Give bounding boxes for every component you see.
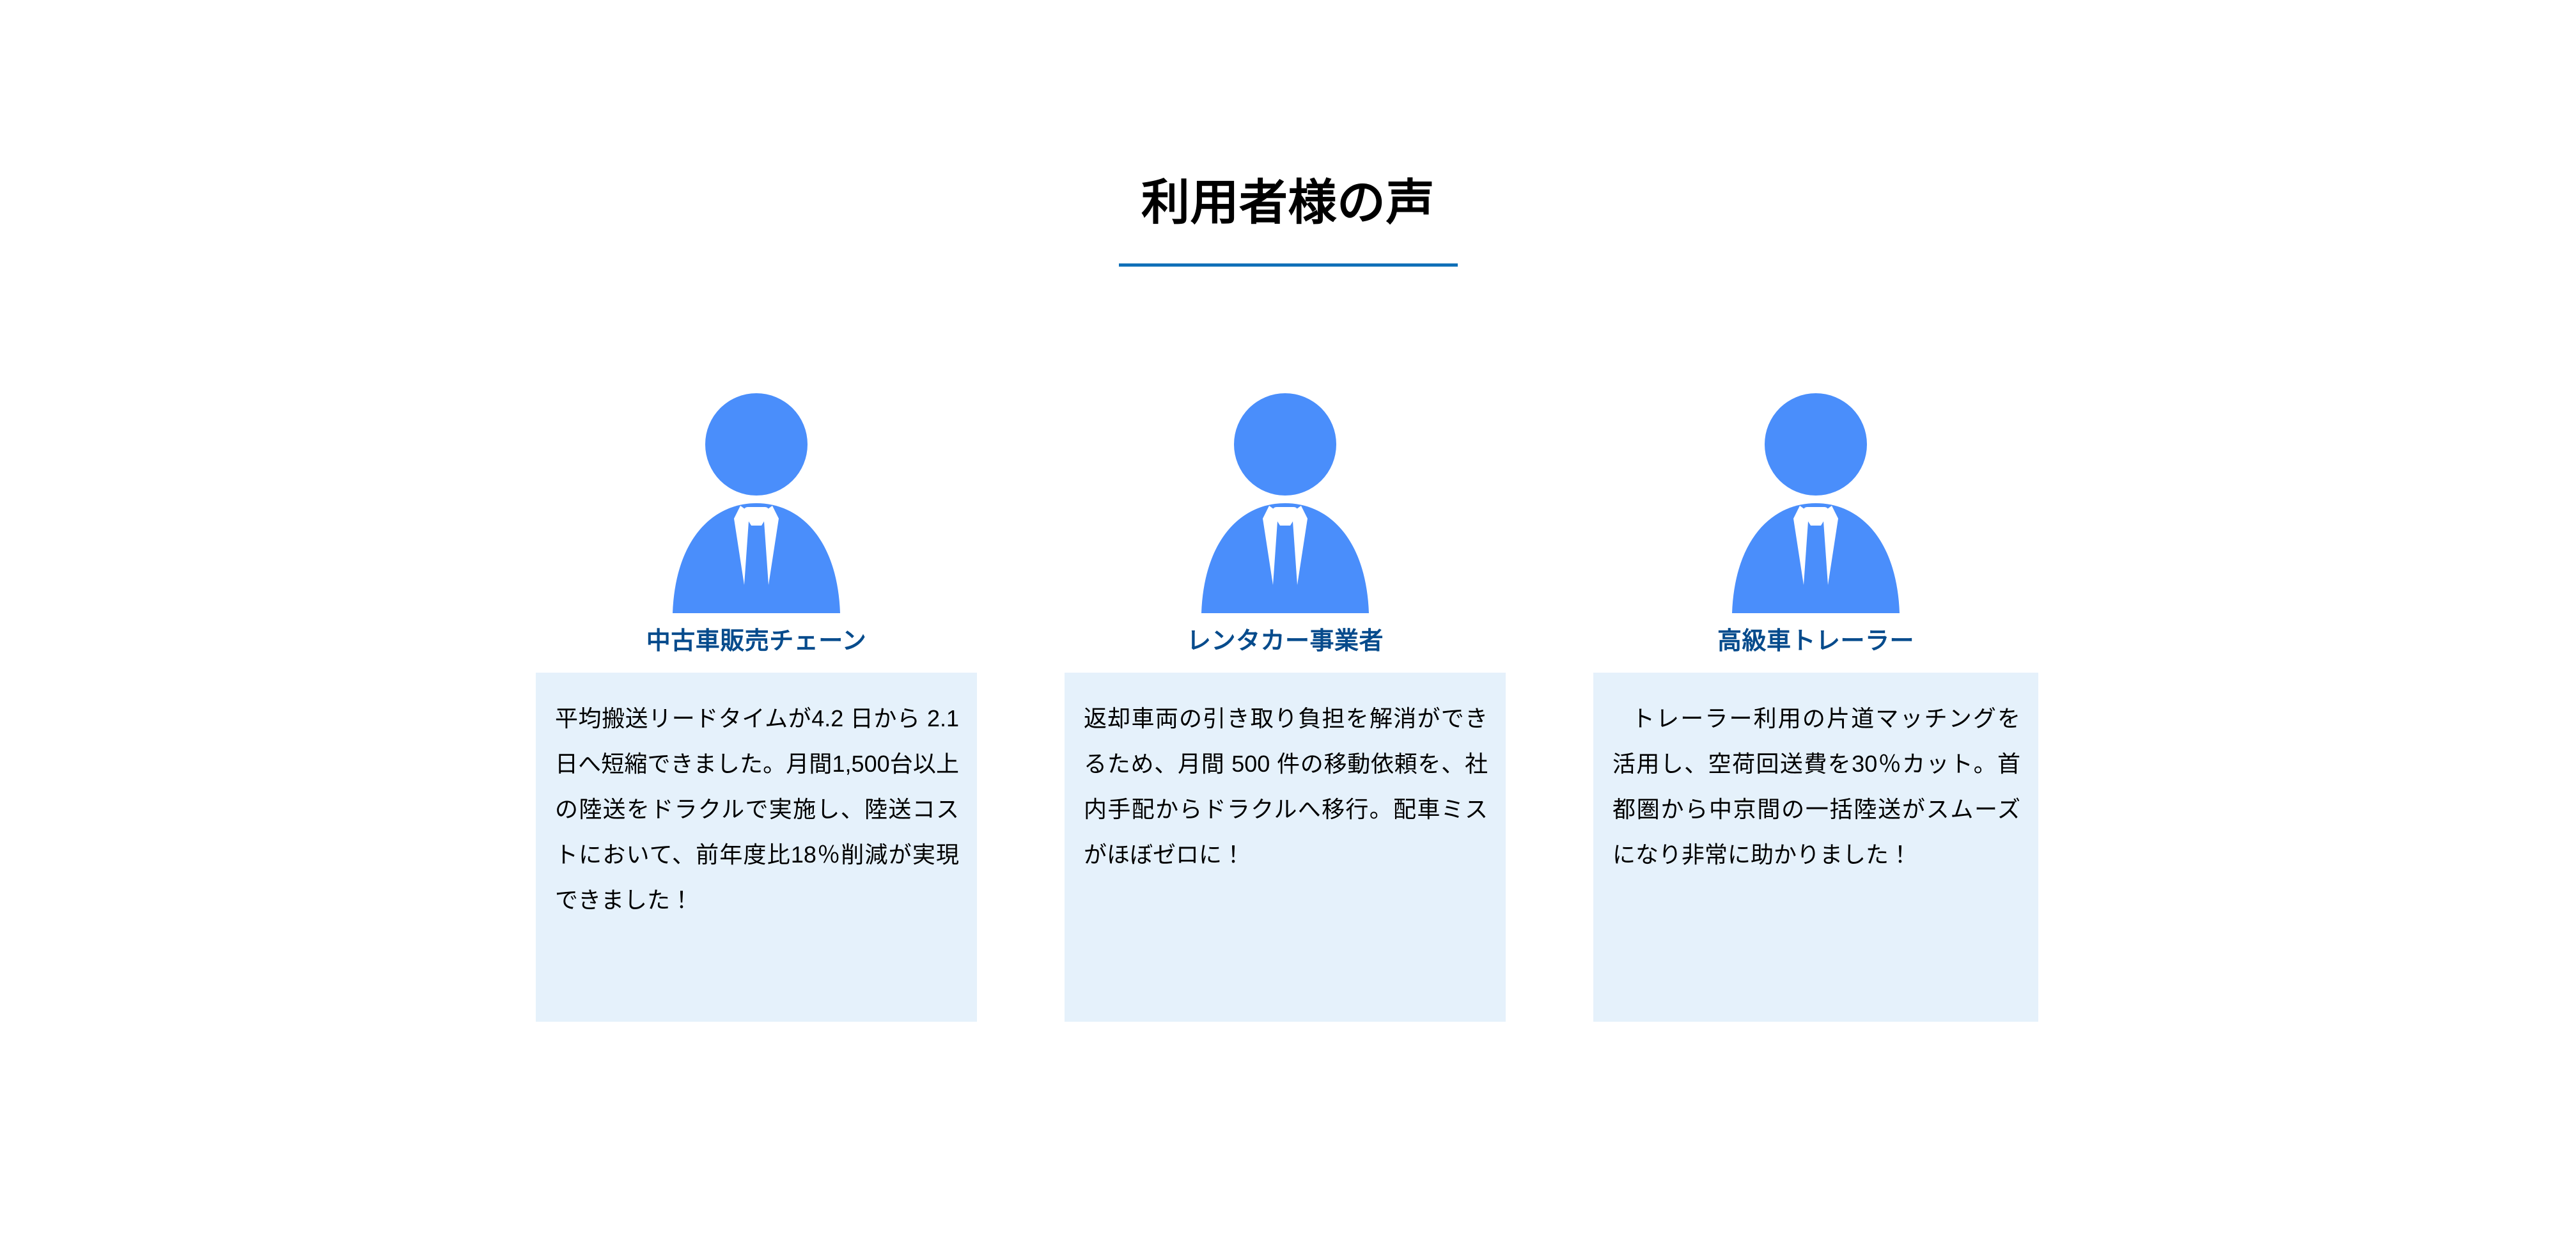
page-title: 利用者様の声 bbox=[1141, 176, 1435, 230]
title-divider-container bbox=[0, 263, 2576, 267]
testimonial-card-list: 中古車販売チェーン 平均搬送リードタイムが4.2 日から 2.1日へ短縮できまし… bbox=[536, 393, 2046, 1022]
testimonial-card: 中古車販売チェーン 平均搬送リードタイムが4.2 日から 2.1日へ短縮できまし… bbox=[536, 393, 977, 1022]
testimonial-quote-box: 平均搬送リードタイムが4.2 日から 2.1日へ短縮できました。月間1,500台… bbox=[536, 672, 977, 1022]
testimonial-quote-box: トレーラー利用の片道マッチングを活用し、空荷回送費を30％カット。首都圏から中京… bbox=[1593, 672, 2038, 1022]
testimonial-card: 高級車トレーラー トレーラー利用の片道マッチングを活用し、空荷回送費を30％カッ… bbox=[1593, 393, 2038, 1022]
businessman-avatar-icon bbox=[1732, 393, 1900, 613]
testimonial-company-heading: レンタカー事業者 bbox=[1186, 628, 1384, 655]
testimonial-company-heading: 中古車販売チェーン bbox=[646, 628, 867, 655]
testimonial-company-heading: 高級車トレーラー bbox=[1717, 628, 1914, 655]
businessman-avatar-icon bbox=[1201, 393, 1369, 613]
title-divider bbox=[1118, 263, 1458, 267]
testimonial-quote-text: 返却車両の引き取り負担を解消ができるため、月間 500 件の移動依頼を、社内手配… bbox=[1084, 705, 1488, 868]
testimonial-quote-text: 平均搬送リードタイムが4.2 日から 2.1日へ短縮できました。月間1,500台… bbox=[555, 705, 959, 913]
section-header: 利用者様の声 bbox=[0, 178, 2576, 267]
testimonial-card: レンタカー事業者 返却車両の引き取り負担を解消ができるため、月間 500 件の移… bbox=[1065, 393, 1506, 1022]
businessman-avatar-icon bbox=[673, 393, 840, 613]
testimonial-quote-box: 返却車両の引き取り負担を解消ができるため、月間 500 件の移動依頼を、社内手配… bbox=[1065, 672, 1506, 1022]
testimonial-quote-text: トレーラー利用の片道マッチングを活用し、空荷回送費を30％カット。首都圏から中京… bbox=[1612, 705, 2020, 868]
